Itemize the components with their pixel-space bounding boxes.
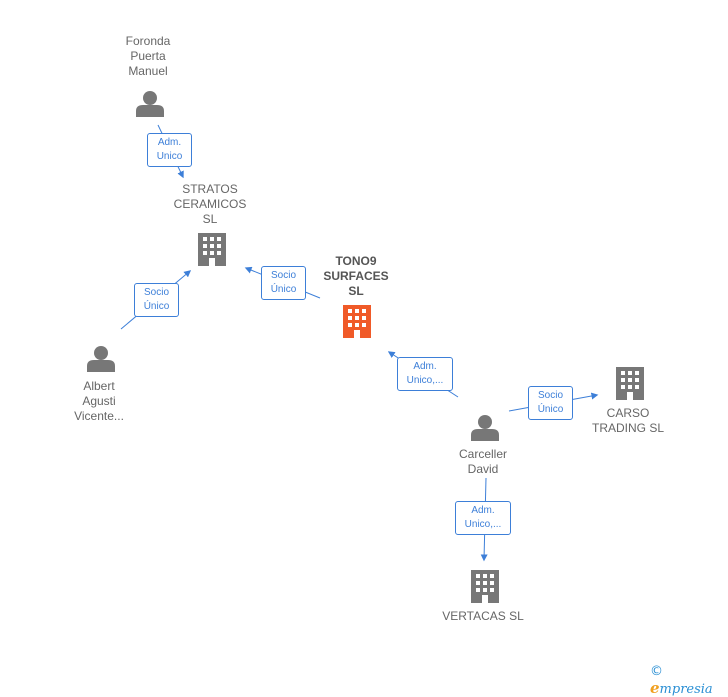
copyright-icon: © [650,664,663,679]
company-icon [616,367,644,400]
edge-label-tono9-stratos: Socio Único [261,266,306,300]
edge-label-foronda-stratos: Adm. Unico [147,133,192,167]
edge-label-albert-stratos: Socio Único [134,283,179,317]
edge-label-carceller-vertacas: Adm. Unico,... [455,501,511,535]
person-icon [471,415,499,441]
empresia-logo[interactable]: © empresia [650,664,728,697]
brand-initial: e [650,679,660,697]
brand-name: mpresia [659,682,713,697]
person-icon [136,91,164,117]
company-icon [198,233,226,266]
node-label-albert[interactable]: Albert Agusti Vicente... [74,379,124,423]
node-label-carso[interactable]: CARSO TRADING SL [591,406,664,435]
node-label-stratos[interactable]: STRATOS CERAMICOS SL [173,182,247,226]
edge-label-carceller-carso: Socio Único [528,386,573,420]
node-label-carceller[interactable]: Carceller David [458,447,507,476]
node-label-tono9[interactable]: TONO9 SURFACES SL [323,254,389,298]
edge-label-carceller-tono9: Adm. Unico,... [397,357,453,391]
company-icon [471,570,499,603]
node-label-vertacas[interactable]: VERTACAS SL [442,609,524,623]
person-icon [87,346,115,372]
company-icon [343,305,371,338]
node-label-foronda[interactable]: Foronda Puerta Manuel [125,34,171,78]
